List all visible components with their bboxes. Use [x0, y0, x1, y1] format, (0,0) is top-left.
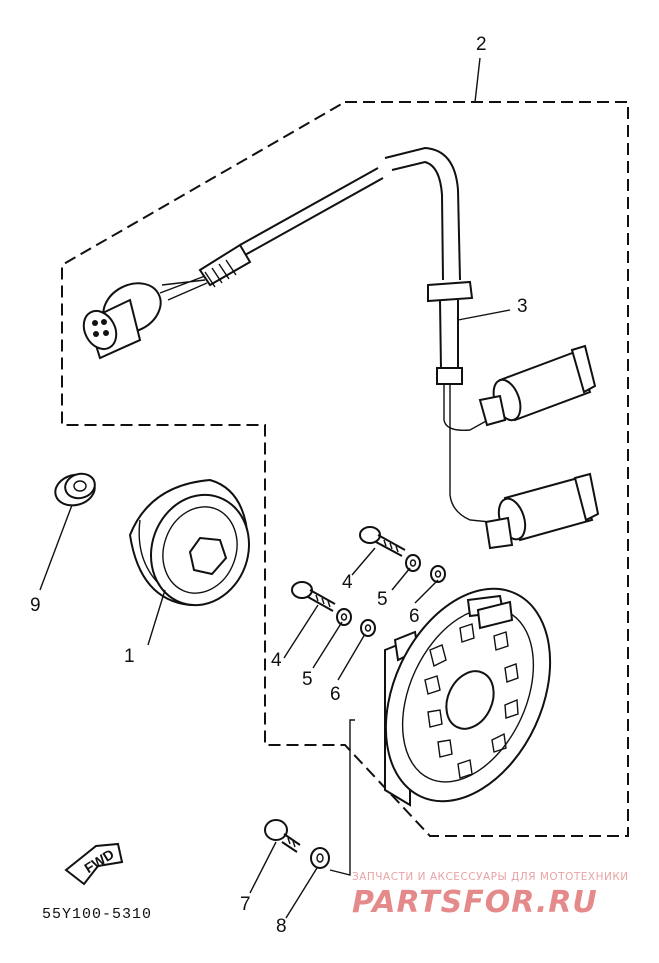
- callout-9: 9: [30, 595, 41, 616]
- fwd-arrow: FWD: [64, 842, 124, 886]
- callout-6-lower: 6: [330, 684, 341, 705]
- stator-assembly: [384, 587, 552, 807]
- watermark-tagline: ЗАПЧАСТИ И АКСЕССУАРЫ ДЛЯ МОТОТЕХНИКИ: [352, 871, 629, 883]
- assembly-boundary: [61, 101, 629, 837]
- callout-1: 1: [124, 646, 135, 667]
- callout-4-upper: 4: [342, 572, 353, 593]
- callout-5-upper: 5: [377, 589, 388, 610]
- ignition-coil-assembly: [384, 146, 600, 550]
- screw-upper: [359, 526, 406, 557]
- washers: [310, 554, 446, 869]
- callout-8: 8: [276, 916, 287, 937]
- callout-4-lower: 4: [271, 650, 282, 671]
- callout-2: 2: [476, 34, 487, 55]
- callout-7: 7: [240, 894, 251, 915]
- diagram-code: 55Y100-5310: [42, 906, 152, 923]
- callout-6-upper: 6: [409, 606, 420, 627]
- callout-3: 3: [517, 296, 528, 317]
- bottom-parts-guide: [329, 719, 355, 876]
- rotor-nut: [54, 472, 96, 507]
- wire-harness: [82, 167, 384, 360]
- flywheel-rotor: [128, 478, 251, 607]
- watermark-site: PARTSFOR.RU: [352, 885, 598, 920]
- screw-lower: [291, 581, 336, 612]
- leader-lines: [39, 57, 511, 919]
- screw-bottom: [264, 819, 301, 853]
- callout-5-lower: 5: [302, 669, 313, 690]
